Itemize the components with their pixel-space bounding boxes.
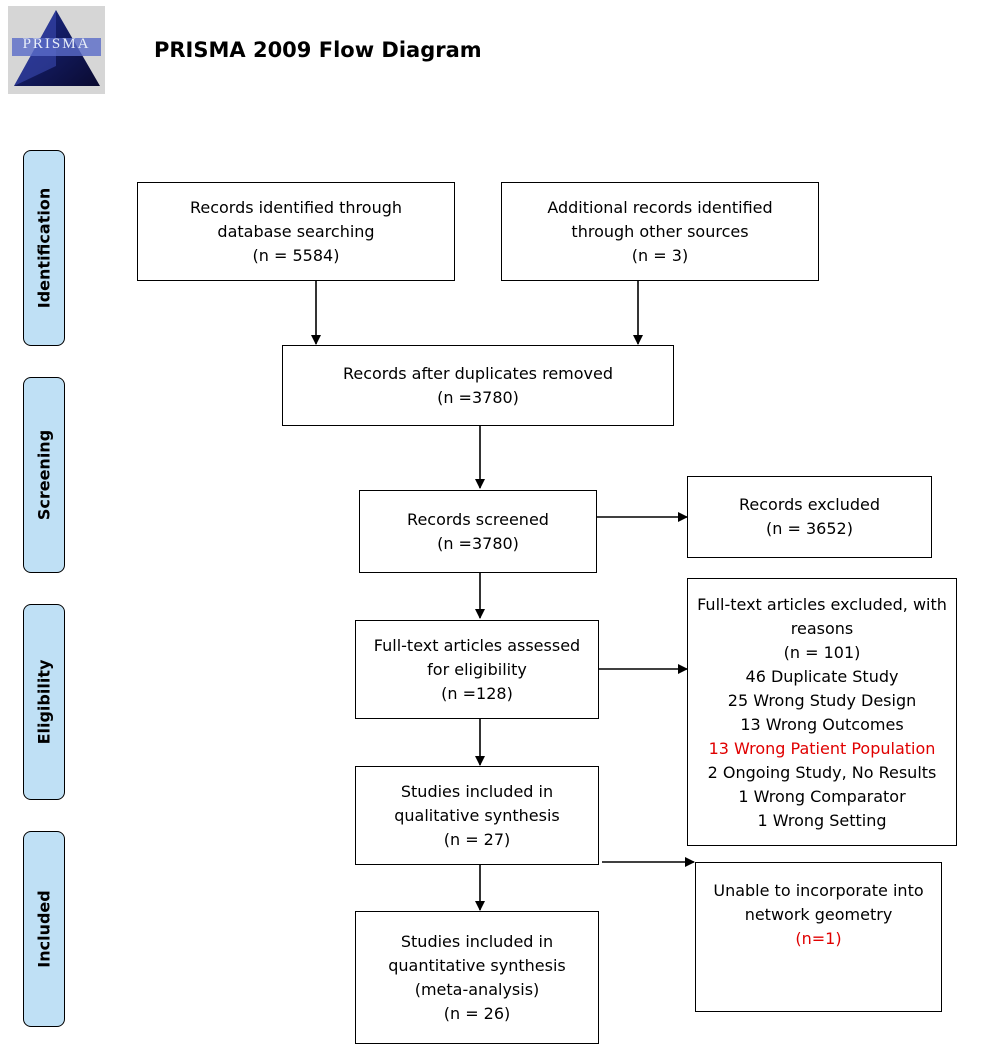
box-text: database searching: [217, 221, 375, 241]
box-text: quantitative synthesis: [388, 955, 566, 975]
exclusion-reason: 1 Wrong Setting: [757, 811, 887, 830]
box-count: (n = 5584): [252, 245, 340, 265]
exclusion-reason-highlighted: 13 Wrong Patient Population: [708, 739, 936, 758]
stage-identification: Identification: [23, 150, 65, 346]
box-count: (n =3780): [437, 533, 519, 553]
box-text: through other sources: [571, 221, 749, 241]
box-count: (n = 27): [443, 829, 511, 849]
box-text: Full-text articles excluded, with: [697, 595, 947, 614]
box-text: for eligibility: [427, 659, 527, 679]
box-text: Additional records identified: [547, 197, 773, 217]
box-text: Unable to incorporate into: [713, 881, 924, 900]
prisma-logo-graphic: [8, 6, 105, 94]
box-text: reasons: [790, 619, 854, 638]
box-count: (n =128): [441, 683, 513, 703]
box-count: (n = 101): [783, 643, 861, 662]
box-text: Records excluded: [739, 495, 880, 514]
box-text: (meta-analysis): [414, 979, 540, 999]
box-text: Records screened: [407, 509, 549, 529]
stage-screening: Screening: [23, 377, 65, 573]
box-fulltext-excluded: Full-text articles excluded, with reason…: [687, 578, 957, 846]
stage-included: Included: [23, 831, 65, 1027]
exclusion-reason: 1 Wrong Comparator: [738, 787, 906, 806]
box-database-searching: Records identified through database sear…: [137, 182, 455, 281]
box-count: (n = 26): [443, 1003, 511, 1023]
box-count: (n =3780): [437, 387, 519, 407]
exclusion-reason: 13 Wrong Outcomes: [740, 715, 904, 734]
box-after-duplicates: Records after duplicates removed (n =378…: [282, 345, 674, 426]
box-text: network geometry: [744, 905, 893, 924]
box-records-excluded: Records excluded (n = 3652): [687, 476, 932, 558]
box-text: Studies included in: [400, 781, 554, 801]
box-text: Full-text articles assessed: [373, 635, 581, 655]
box-count: (n = 3): [631, 245, 689, 265]
box-quantitative-synthesis: Studies included in quantitative synthes…: [355, 911, 599, 1044]
box-text: Records identified through: [189, 197, 403, 217]
box-count: (n = 3652): [766, 519, 853, 538]
box-fulltext-assessed: Full-text articles assessed for eligibil…: [355, 620, 599, 719]
box-text: qualitative synthesis: [394, 805, 560, 825]
box-records-screened: Records screened (n =3780): [359, 490, 597, 573]
box-qualitative-synthesis: Studies included in qualitative synthesi…: [355, 766, 599, 865]
box-network-geometry: Unable to incorporate into network geome…: [695, 862, 942, 1012]
exclusion-reason: 2 Ongoing Study, No Results: [707, 763, 937, 782]
box-count-highlighted: (n=1): [795, 929, 842, 948]
page-title: PRISMA 2009 Flow Diagram: [154, 38, 482, 62]
exclusion-reason: 25 Wrong Study Design: [727, 691, 917, 710]
stage-eligibility: Eligibility: [23, 604, 65, 800]
box-text: Records after duplicates removed: [342, 363, 614, 383]
logo-text: PRISMA: [22, 36, 91, 52]
exclusion-reason: 46 Duplicate Study: [745, 667, 899, 686]
box-other-sources: Additional records identified through ot…: [501, 182, 819, 281]
box-text: Studies included in: [400, 931, 554, 951]
prisma-logo: PRISMA: [8, 6, 105, 94]
